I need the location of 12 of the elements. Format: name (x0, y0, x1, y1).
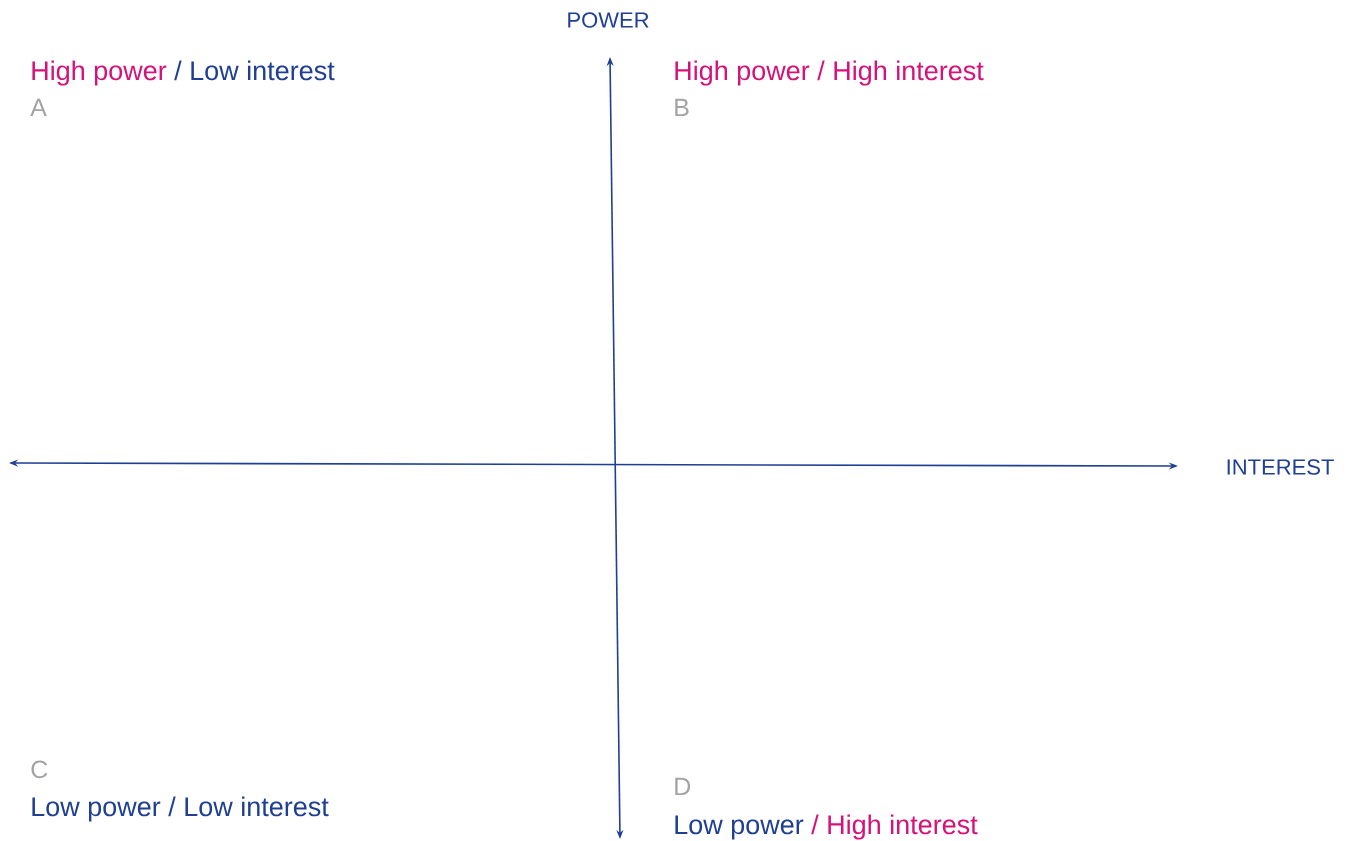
quadrant-letter: C (31, 760, 48, 779)
quadrant-heading: / High interest (811, 814, 978, 840)
quadrant-letter: B (675, 98, 689, 116)
axis-label: POWER (568, 12, 649, 28)
quadrant-heading: Low power (675, 815, 804, 840)
quadrant-heading: Low power / Low interest (32, 796, 329, 822)
quadrant-letter: A (30, 98, 47, 116)
quadrant-heading: High power / High interest (675, 60, 984, 86)
quadrant-heading: High power (32, 60, 167, 86)
axis-label: INTEREST (1227, 459, 1334, 475)
quadrant-heading: / Low interest (174, 60, 335, 81)
quadrant-letter: D (675, 777, 691, 795)
